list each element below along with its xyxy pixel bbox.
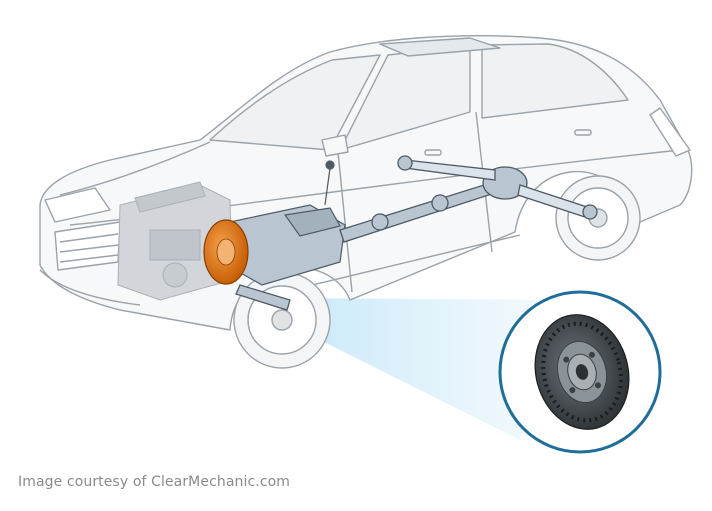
rear-wheel (555, 175, 641, 261)
clutch-disc-icon (534, 314, 630, 430)
windshield (209, 54, 381, 151)
sunroof (379, 37, 501, 57)
rear-light (649, 107, 691, 157)
hood-line (59, 141, 211, 196)
grille-bar-3 (59, 254, 119, 263)
transmission (229, 160, 346, 286)
headlight (44, 187, 111, 223)
engine-block (117, 181, 233, 301)
grille-bar-1 (59, 233, 119, 243)
image-credit: Image courtesy of ClearMechanic.com (18, 474, 291, 490)
side-mirror (321, 134, 349, 157)
front-bumper (39, 269, 141, 306)
door-handle-rear (574, 129, 592, 136)
clutch-disc-callout (498, 290, 662, 454)
grille-bar-2 (59, 244, 119, 253)
rear-door-window (481, 43, 629, 119)
door-line-front (337, 151, 353, 293)
clutch-assembly-highlight (203, 219, 249, 285)
grille (54, 221, 121, 271)
callout-beam (268, 298, 560, 440)
front-half-shaft (235, 284, 291, 311)
rear-differential (397, 155, 598, 220)
door-handle-front (424, 149, 442, 156)
front-wheel (233, 271, 331, 369)
